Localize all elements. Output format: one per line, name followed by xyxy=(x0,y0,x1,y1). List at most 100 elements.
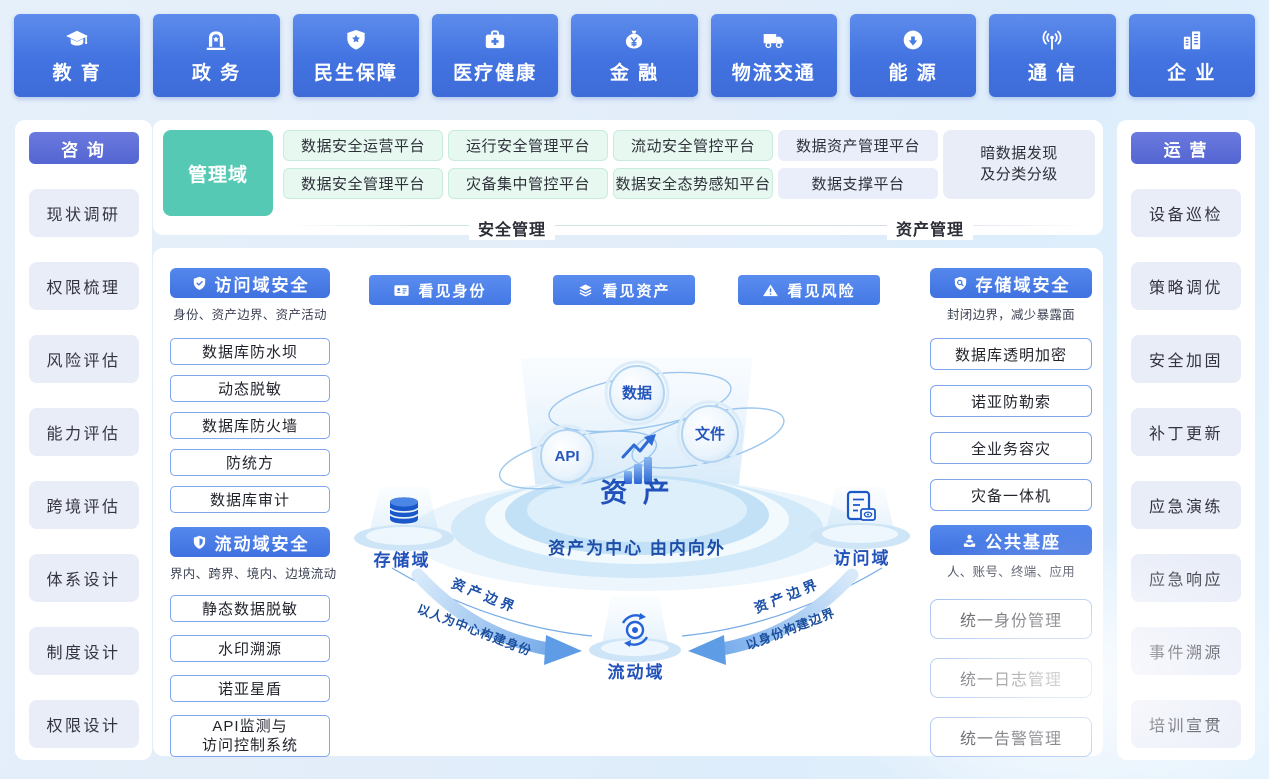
access-domain-subtitle: 身份、资产边界、资产活动 xyxy=(173,308,327,322)
management-domain-panel: 管理域 数据安全运营平台 数据安全管理平台 运行安全管理平台 灾备集中管控平台 … xyxy=(153,120,1103,240)
sidebar-item-patching[interactable]: 补丁更新 xyxy=(1131,408,1241,456)
industry-label: 民生保障 xyxy=(313,62,398,84)
industry-label: 政 务 xyxy=(191,62,242,84)
warning-icon xyxy=(763,283,779,296)
industry-label: 金 融 xyxy=(609,62,660,84)
product-item[interactable]: 数据库防火墙 xyxy=(170,412,330,439)
industry-logistics[interactable]: 物流交通 xyxy=(710,14,837,97)
product-item[interactable]: 诺亚星盾 xyxy=(170,675,330,702)
product-item[interactable]: 数据库防水坝 xyxy=(170,338,330,365)
buildings-icon xyxy=(1183,30,1200,49)
public-base-section: 公共基座 人、账号、终端、应用 统一身份管理 统一日志管理 统一告警管理 xyxy=(930,525,1092,757)
product-item[interactable]: 诺亚防勒索 xyxy=(930,385,1092,417)
api-item-line1: API监测与 xyxy=(212,717,288,735)
sidebar-item-system-design[interactable]: 体系设计 xyxy=(28,554,139,602)
product-item[interactable]: 数据库透明加密 xyxy=(930,338,1092,370)
flow-domain-section: 流动域安全 界内、跨界、境内、边境流动 静态数据脱敏 水印溯源 诺亚星盾 API… xyxy=(170,527,336,757)
sidebar-item-survey[interactable]: 现状调研 xyxy=(28,189,139,237)
platform-item[interactable]: 数据安全运营平台 xyxy=(283,130,443,161)
industry-healthcare[interactable]: 医疗健康 xyxy=(431,14,559,97)
sidebar-item-permission-combing[interactable]: 权限梳理 xyxy=(28,262,139,310)
access-domain-section: 访问域安全 身份、资产边界、资产活动 数据库防水坝 动态脱敏 数据库防火墙 防统… xyxy=(170,268,330,513)
sidebar-item-event-tracing[interactable]: 事件溯源 xyxy=(1131,627,1241,675)
section-title: 流动域安全 xyxy=(214,534,310,554)
industry-energy[interactable]: 能 源 xyxy=(849,14,977,97)
product-item[interactable]: 数据库审计 xyxy=(170,486,330,513)
product-item[interactable]: 全业务容灾 xyxy=(930,432,1092,464)
security-group-label: 安全管理 xyxy=(469,216,556,240)
product-item[interactable]: 静态数据脱敏 xyxy=(170,595,330,622)
consulting-sidebar: 咨 询 现状调研 权限梳理 风险评估 能力评估 跨境评估 体系设计 制度设计 权… xyxy=(15,120,152,760)
sidebar-item-crossborder-assessment[interactable]: 跨境评估 xyxy=(28,481,139,529)
see-risks-button[interactable]: 看见风险 xyxy=(738,275,880,305)
industry-livelihood[interactable]: 民生保障 xyxy=(292,14,419,97)
shield-star-icon xyxy=(347,29,365,50)
shield-check-icon xyxy=(193,276,205,290)
product-item[interactable]: 水印溯源 xyxy=(170,635,330,662)
section-title: 访问域安全 xyxy=(214,275,310,295)
storage-domain-subtitle: 封闭边界，减少暴露面 xyxy=(946,308,1075,322)
management-domain-badge: 管理域 xyxy=(163,130,273,216)
svg-text:API: API xyxy=(554,448,579,465)
asset-chart-icon xyxy=(621,434,656,484)
sidebar-item-training[interactable]: 培训宣贯 xyxy=(1131,700,1241,748)
product-item[interactable]: 灾备一体机 xyxy=(930,479,1092,511)
platform-item[interactable]: 运行安全管理平台 xyxy=(448,130,608,161)
api-item-line2: 访问控制系统 xyxy=(201,737,298,754)
flow-domain-node: 流动域 xyxy=(589,596,681,682)
industry-telecom[interactable]: 通 信 xyxy=(989,14,1116,97)
sidebar-item-policy-tuning[interactable]: 策略调优 xyxy=(1131,262,1241,310)
industry-finance[interactable]: 金 融 xyxy=(571,14,698,97)
industry-enterprise[interactable]: 企 业 xyxy=(1128,14,1255,97)
consulting-header: 咨 询 xyxy=(28,132,139,164)
product-item-api-monitor[interactable]: API监测与 访问控制系统 xyxy=(170,715,330,757)
public-base-header: 公共基座 xyxy=(930,525,1092,555)
file-bubble: 文件 xyxy=(676,400,744,468)
see-identity-button[interactable]: 看见身份 xyxy=(369,275,511,305)
product-item[interactable]: 统一日志管理 xyxy=(930,658,1092,698)
industry-label: 物流交通 xyxy=(731,62,816,84)
platform-item[interactable]: 数据资产管理平台 xyxy=(778,130,938,161)
sidebar-item-emergency-drill[interactable]: 应急演练 xyxy=(1131,481,1241,529)
antenna-icon xyxy=(1043,30,1062,50)
industry-label: 能 源 xyxy=(888,62,938,84)
platform-item[interactable]: 数据支撑平台 xyxy=(778,168,938,199)
product-item[interactable]: 统一身份管理 xyxy=(930,599,1092,639)
sidebar-item-policy-design[interactable]: 制度设计 xyxy=(28,627,139,675)
sidebar-item-hardening[interactable]: 安全加固 xyxy=(1131,335,1241,383)
industry-label: 通 信 xyxy=(1027,62,1078,84)
sidebar-item-risk-assessment[interactable]: 风险评估 xyxy=(28,335,139,383)
flow-cycle-icon xyxy=(621,613,649,647)
sidebar-item-capability-assessment[interactable]: 能力评估 xyxy=(28,408,139,456)
see-assets-button[interactable]: 看见资产 xyxy=(553,275,695,305)
product-item[interactable]: 动态脱敏 xyxy=(170,375,330,402)
sidebar-item-incident-response[interactable]: 应急响应 xyxy=(1131,554,1241,602)
industry-government[interactable]: 政 务 xyxy=(153,14,280,97)
platform-item-dark-data[interactable]: 暗数据发现 及分类分级 xyxy=(943,130,1095,199)
dark-data-line1: 暗数据发现 xyxy=(980,145,1058,162)
government-icon xyxy=(207,30,226,50)
layers-icon xyxy=(579,283,593,297)
identity-arrow-head xyxy=(544,635,582,665)
database-icon xyxy=(389,497,419,524)
platform-item[interactable]: 数据安全管理平台 xyxy=(283,168,443,199)
platform-item[interactable]: 流动安全管控平台 xyxy=(613,130,773,161)
platform-ellipses xyxy=(409,475,865,591)
industry-label: 教 育 xyxy=(52,62,102,84)
asset-group-label: 资产管理 xyxy=(887,216,974,240)
platform-item[interactable]: 灾备集中管控平台 xyxy=(448,168,608,199)
sidebar-item-device-inspection[interactable]: 设备巡检 xyxy=(1131,189,1241,237)
shield-icon xyxy=(193,535,205,549)
product-item[interactable]: 防统方 xyxy=(170,449,330,476)
platform-item[interactable]: 数据安全态势感知平台 xyxy=(613,168,773,199)
storage-domain-section: 存储域安全 封闭边界，减少暴露面 数据库透明加密 诺亚防勒索 全业务容灾 灾备一… xyxy=(930,268,1092,511)
industry-education[interactable]: 教 育 xyxy=(14,14,141,97)
svg-text:文件: 文件 xyxy=(695,425,725,443)
sidebar-item-permission-design[interactable]: 权限设计 xyxy=(28,700,139,748)
access-domain-label: 访问域 xyxy=(834,548,891,568)
flow-domain-header: 流动域安全 xyxy=(170,527,330,557)
energy-icon xyxy=(903,30,923,49)
asset-center-diagram: 数据 文件 API 资 产 资产为中心 由内向外 xyxy=(354,358,910,682)
product-item[interactable]: 统一告警管理 xyxy=(930,717,1092,757)
